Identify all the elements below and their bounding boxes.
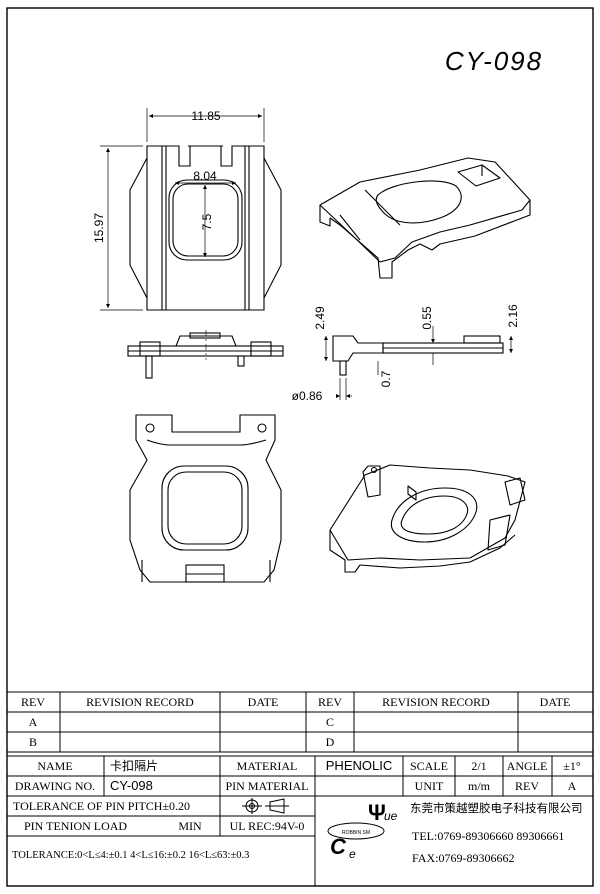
company-fax: FAX:0769-89306662 <box>412 851 514 865</box>
rev-row-a: A <box>29 715 38 729</box>
rev-value: A <box>568 779 577 793</box>
drawing-code: CY-098 <box>445 46 543 76</box>
dim-side-h2: 0.55 <box>420 306 434 330</box>
dim-inner-width: 8.04 <box>193 169 217 183</box>
scale-label: SCALE <box>410 759 448 773</box>
angle-value: ±1° <box>563 759 581 773</box>
iso-view-bottom <box>329 464 526 573</box>
rev-row-d: D <box>326 735 335 749</box>
material-value: PHENOLIC <box>326 758 392 773</box>
top-view-dimensions <box>100 108 265 311</box>
date-header-1: DATE <box>248 695 279 709</box>
scale-value: 2/1 <box>471 759 486 773</box>
side-view <box>332 335 504 376</box>
tolerance-line: TOLERANCE:0<L≤4:±0.1 4<L≤16:±0.2 16<L≤63… <box>12 850 249 861</box>
company-logo: C e Ψ ue ROBBIN SM <box>327 800 398 861</box>
unit-value: m/m <box>468 779 491 793</box>
logo-letter-psi: Ψ <box>368 800 386 825</box>
dim-side-h3: 2.16 <box>506 304 520 328</box>
name-value: 卡扣隔片 <box>110 759 158 773</box>
dim-width: 11.85 <box>191 109 220 123</box>
company-tel: TEL:0769-89306660 89306661 <box>412 829 564 843</box>
material-label: MATERIAL <box>237 759 298 773</box>
rev-header-1: REV <box>21 695 45 709</box>
ul-rec: UL REC:94V-0 <box>230 819 305 833</box>
logo-letters-ue: ue <box>384 809 398 823</box>
side-view-dimensions <box>323 326 514 400</box>
bottom-view <box>129 414 282 583</box>
rev-label: REV <box>515 779 539 793</box>
drawing-no-value: CY-098 <box>110 778 153 793</box>
angle-label: ANGLE <box>507 759 548 773</box>
dim-side-h4: 0.7 <box>379 370 393 387</box>
sheet-border <box>6 7 594 887</box>
pitch-tolerance: TOLERANCE OF PIN PITCH±0.20 <box>13 799 190 813</box>
revision-record-header-2: REVISION RECORD <box>382 695 490 709</box>
dim-pin-dia: ø0.86 <box>292 389 323 403</box>
iso-view-top <box>319 157 531 279</box>
logo-ring-text: ROBBIN SM <box>342 830 370 836</box>
pin-load-label: PIN TENION LOAD <box>24 819 127 833</box>
revision-table <box>7 691 593 753</box>
dim-inner-height: 7.5 <box>200 213 214 230</box>
rev-header-2: REV <box>318 695 342 709</box>
pin-load-value: MIN <box>178 819 202 833</box>
revision-record-header-1: REVISION RECORD <box>86 695 194 709</box>
top-view <box>129 145 282 311</box>
logo-letter-c: C <box>330 834 347 859</box>
rev-row-c: C <box>326 715 334 729</box>
drawing-no-label: DRAWING NO. <box>15 779 95 793</box>
logo-letter-e: e <box>349 847 356 861</box>
front-view <box>127 330 284 379</box>
company-name: 东莞市策越塑胶电子科技有限公司 <box>410 801 583 815</box>
date-header-2: DATE <box>540 695 571 709</box>
rev-row-b: B <box>29 735 37 749</box>
title-block <box>7 755 593 886</box>
projection-symbol-icon <box>242 798 289 814</box>
dim-height: 15.97 <box>92 213 106 243</box>
pin-material-label: PIN MATERIAL <box>226 779 309 793</box>
dim-side-h1: 2.49 <box>313 306 327 330</box>
unit-label: UNIT <box>415 779 444 793</box>
name-label: NAME <box>37 759 72 773</box>
